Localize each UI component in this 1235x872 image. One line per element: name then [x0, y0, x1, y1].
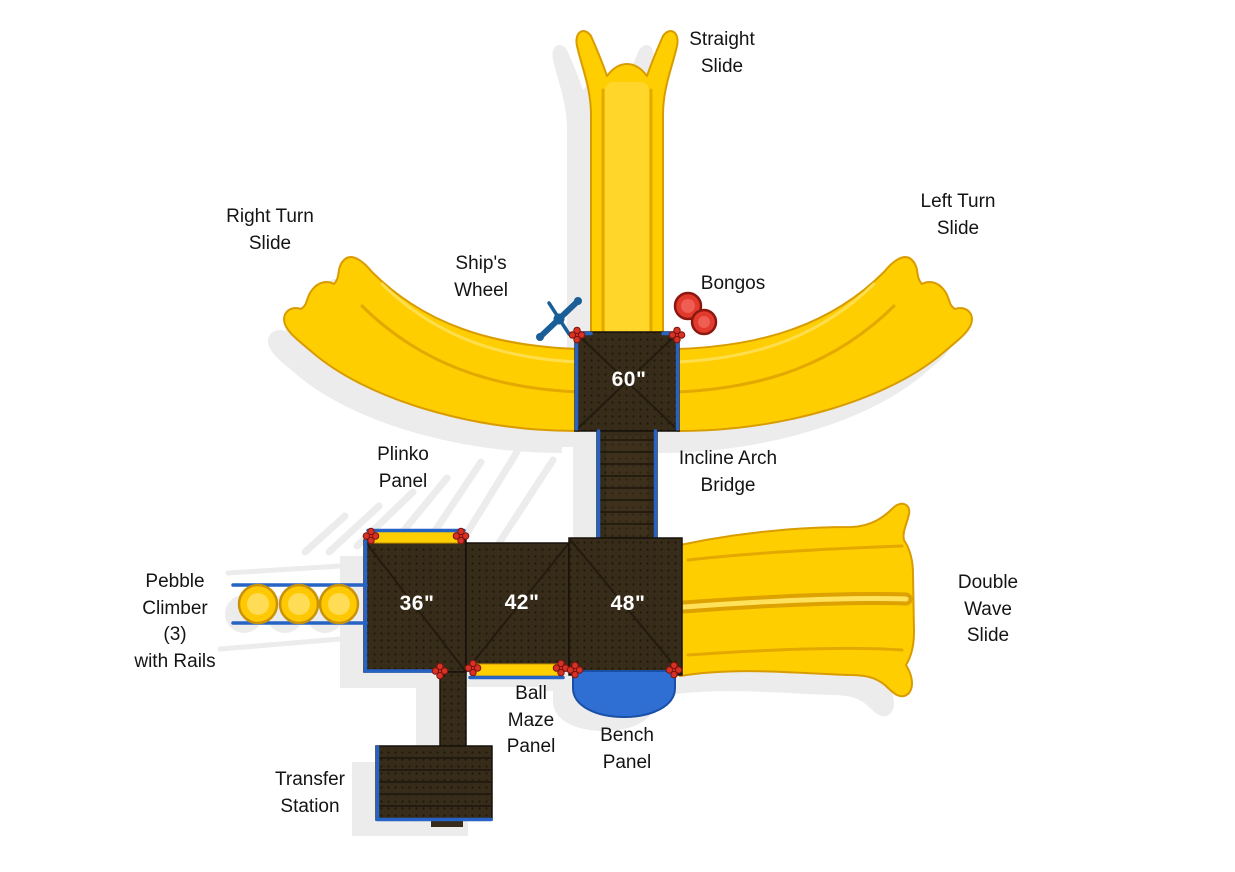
incline-arch-bridge [596, 429, 658, 543]
transfer-station [375, 671, 493, 827]
right-turn-slide [283, 256, 580, 432]
ball-maze-panel [468, 663, 565, 680]
pebble-climber [231, 583, 368, 625]
double-wave-slide [677, 502, 915, 698]
cast-shadows [217, 45, 952, 836]
deck-42 [465, 542, 570, 672]
straight-slide [575, 30, 679, 342]
ships-wheel-icon [536, 297, 582, 341]
deck-60 [574, 331, 680, 432]
deck-48 [568, 537, 683, 676]
bongos-icon [673, 291, 718, 336]
deck-36 [363, 539, 467, 673]
left-turn-slide [676, 256, 973, 432]
bench-panel [572, 670, 676, 718]
plinko-panel [366, 528, 466, 544]
